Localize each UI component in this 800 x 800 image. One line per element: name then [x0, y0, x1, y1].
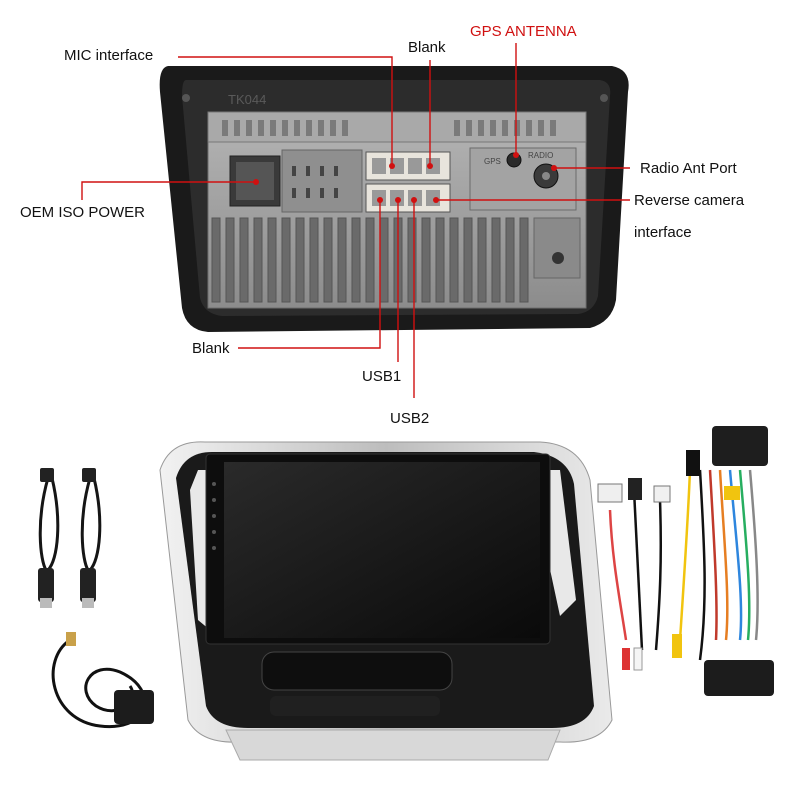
label-radio-ant-port: Radio Ant Port: [640, 160, 737, 177]
gps-marking: GPS: [484, 157, 501, 166]
label-mic-interface: MIC interface: [64, 47, 154, 64]
label-usb1: USB1: [362, 368, 402, 385]
top-vents: [222, 120, 556, 136]
callout-blank-bottom: [238, 200, 381, 349]
model-marking: TK044: [228, 92, 266, 107]
callout-lines: [81, 43, 630, 398]
wiring-harness: [597, 426, 774, 696]
heat-sink: [211, 217, 529, 303]
label-blank-top: Blank: [408, 39, 446, 56]
label-reverse-camera-line2: interface: [634, 224, 692, 241]
label-usb2: USB2: [390, 410, 430, 427]
label-oem-iso-power: OEM ISO POWER: [20, 204, 146, 221]
radio-marking: RADIO: [528, 151, 553, 160]
callout-oem: [81, 181, 256, 200]
usb-cables: [38, 477, 102, 572]
head-unit-rear: TK044 GPS RADIO: [159, 66, 629, 332]
callout-mic: [178, 56, 393, 166]
gps-antenna-module: [114, 690, 154, 724]
label-reverse-camera: Reverse camera: [634, 192, 745, 209]
callout-dots: [253, 152, 557, 203]
dashboard-frame: [159, 441, 613, 761]
label-blank-bottom: Blank: [192, 340, 230, 357]
label-gps-antenna: GPS ANTENNA: [470, 23, 577, 40]
gps-antenna-cable: [51, 632, 154, 729]
